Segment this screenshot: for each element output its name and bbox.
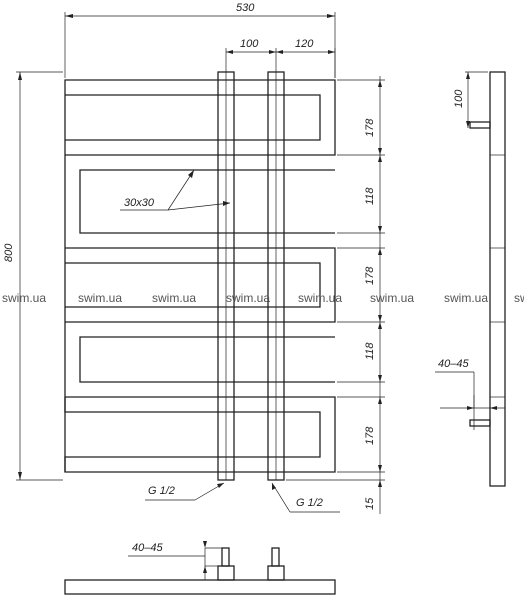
tube-profile-label: 30x30 xyxy=(124,197,155,209)
bottom-collector-right xyxy=(267,565,285,581)
bottom-pipe-left xyxy=(221,547,230,567)
dim-bottom-offset: 15 xyxy=(364,497,376,510)
watermark-4: swim.ua xyxy=(226,291,270,305)
tube-profile-callout: 30x30 xyxy=(120,169,231,211)
bottom-pipe-right xyxy=(271,547,280,567)
dim-wall-distance-bottom: 40–45 xyxy=(132,542,163,554)
front-outline-inner-top xyxy=(65,94,321,141)
dim-wall-distance-side: 40–45 xyxy=(438,358,469,370)
dim-spacing-right: 120 xyxy=(295,38,314,50)
height-dimension: 800 xyxy=(3,71,63,481)
dim-side-depth: 100 xyxy=(453,89,465,108)
dim-overall-height: 800 xyxy=(3,243,15,262)
watermark-5: swim.ua xyxy=(298,291,342,305)
dim-segment-2: 178 xyxy=(364,266,376,285)
watermark-7: swim.ua xyxy=(444,291,488,305)
bottom-profile xyxy=(64,579,336,595)
dim-segment-1: 178 xyxy=(364,118,376,137)
front-outline-inner-mid xyxy=(65,262,321,308)
thread-callouts: G 1/2 G 1/2 xyxy=(145,482,340,513)
dim-segment-3: 178 xyxy=(364,426,376,445)
watermark-1: swim.ua xyxy=(2,291,46,305)
dim-gap-1: 118 xyxy=(364,187,376,205)
side-top-connector xyxy=(469,121,491,129)
front-outline-inner-1 xyxy=(79,169,335,234)
dim-overall-width: 530 xyxy=(236,2,255,14)
side-profile xyxy=(489,71,506,487)
segment-dimensions: 178 118 178 118 178 15 xyxy=(286,76,385,514)
dim-spacing-left: 100 xyxy=(240,38,259,50)
bottom-view: 40–45 xyxy=(64,541,336,595)
watermark-2: swim.ua xyxy=(78,291,122,305)
watermark-8: swim.ua xyxy=(514,291,524,305)
front-view xyxy=(64,71,336,481)
dim-gap-2: 118 xyxy=(364,342,376,360)
front-outline-inner-2 xyxy=(79,336,335,383)
thread-left-label: G 1/2 xyxy=(148,485,175,497)
watermark-3: swim.ua xyxy=(152,291,196,305)
front-outline-outer xyxy=(64,79,336,473)
thread-right-label: G 1/2 xyxy=(296,497,323,509)
watermark-row: swim.ua swim.ua swim.ua swim.ua swim.ua … xyxy=(2,291,524,305)
side-view: 100 40–45 xyxy=(435,71,506,487)
watermark-6: swim.ua xyxy=(370,291,414,305)
bottom-collector-left xyxy=(217,565,235,581)
side-bottom-connector xyxy=(469,419,491,427)
top-dimensions: 530 100 120 xyxy=(64,2,336,78)
